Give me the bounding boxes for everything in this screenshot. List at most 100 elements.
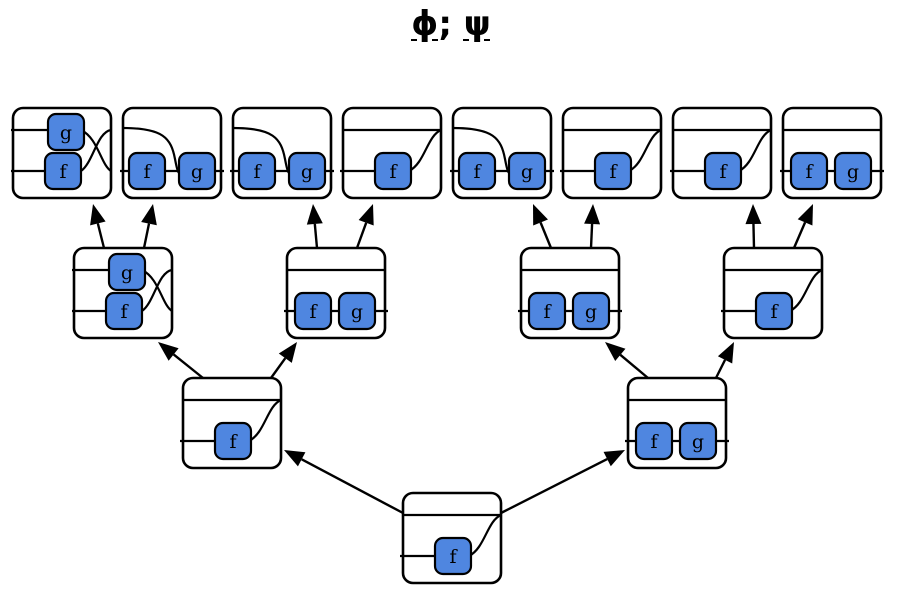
morphism-node-f [43,151,83,191]
morphism-label: f [473,161,482,183]
morphism-node-f [634,421,674,461]
curved-wire [468,513,502,557]
curved-wire [789,268,823,312]
diagram-box-l2-a: gf [72,246,174,340]
morphism-node-f [373,151,413,191]
morphism-node-g [287,151,327,191]
arrow-head [533,204,548,226]
arrow-head [797,204,813,226]
morphism-label: g [585,301,597,323]
rewrite-arrow [158,342,204,379]
arrow-shaft [270,357,287,379]
arrow-shaft [792,221,807,249]
diagram-box-l3-1: gf [11,106,113,200]
arrow-shaft [619,353,649,379]
diagram-box-root: f [400,491,503,585]
morphism-node-g [507,151,547,191]
curved-wire [738,128,772,172]
morphism-label: g [521,161,533,183]
morphism-node-f [593,151,633,191]
title-psi: ψ [463,4,491,44]
morphism-label: f [309,301,318,323]
arrow-head [278,342,297,363]
rewrite-arrow [584,204,601,249]
rewrite-arrow [306,204,323,249]
morphism-label: g [351,301,363,323]
arrow-head [584,204,601,225]
morphism-node-g [571,291,611,331]
morphism-label: f [229,431,238,453]
arrow-head [358,204,374,226]
morphism-label: f [770,301,779,323]
curved-wire [628,128,662,172]
morphism-node-f [433,536,473,576]
morphism-label: f [719,161,728,183]
arrow-shaft [96,223,106,249]
diagram-box-l2-d: f [721,246,824,340]
title-phi: ϕ [411,4,439,44]
morphism-node-f [127,151,167,191]
morphism-label: g [301,161,313,183]
rewrite-arrow [141,204,157,249]
morphism-node-f [703,151,743,191]
morphism-label: g [121,262,133,284]
morphism-label: f [609,161,618,183]
rewrite-arrow [355,204,374,249]
morphism-node-f [237,151,277,191]
arrow-head [745,204,762,225]
arrow-shaft [172,353,204,379]
morphism-label: f [253,161,262,183]
morphism-node-f [104,291,144,331]
morphism-node-f [457,151,497,191]
arrow-shaft [589,223,594,249]
edges-layer [90,204,813,515]
morphism-label: f [805,161,814,183]
diagram-title: ϕ; ψ [0,4,902,44]
morphism-label: f [120,301,129,323]
arrow-head [603,450,625,467]
arrow-head [141,204,157,226]
morphism-node-f [213,421,253,461]
morphism-label: g [60,122,72,144]
arrow-shaft [539,222,553,249]
crossing-wire [80,128,112,172]
arrow-head [284,450,306,467]
rewrite-arrow [284,450,404,515]
morphism-node-g [337,291,377,331]
arrow-shaft [355,222,368,249]
diagram-box-l3-4: f [340,106,443,200]
morphism-node-g [107,252,147,292]
rewrite-arrow [270,342,297,379]
morphism-label: g [191,161,203,183]
morphism-node-g [833,151,873,191]
arrow-shaft [301,458,404,515]
morphism-node-f [293,291,333,331]
rewrite-arrow [500,450,625,515]
rewrite-arrow [605,342,649,379]
diagram-box-l3-7: f [670,106,773,200]
morphism-node-f [789,151,829,191]
diagram-box-l3-6: f [560,106,663,200]
arrow-head [158,342,179,361]
morphism-label: f [543,301,552,323]
arrow-shaft [714,359,727,379]
arrow-head [306,204,323,225]
rewrite-arrow [792,204,813,249]
title-separator: ; [438,4,452,44]
morphism-node-f [754,291,794,331]
morphism-label: f [143,161,152,183]
morphism-label: f [449,546,458,568]
arrow-head [605,342,626,361]
rewrite-arrow [745,204,762,249]
curved-wire [408,128,442,172]
morphism-label: g [692,431,704,453]
diagram-box-l1-left: f [180,376,283,470]
